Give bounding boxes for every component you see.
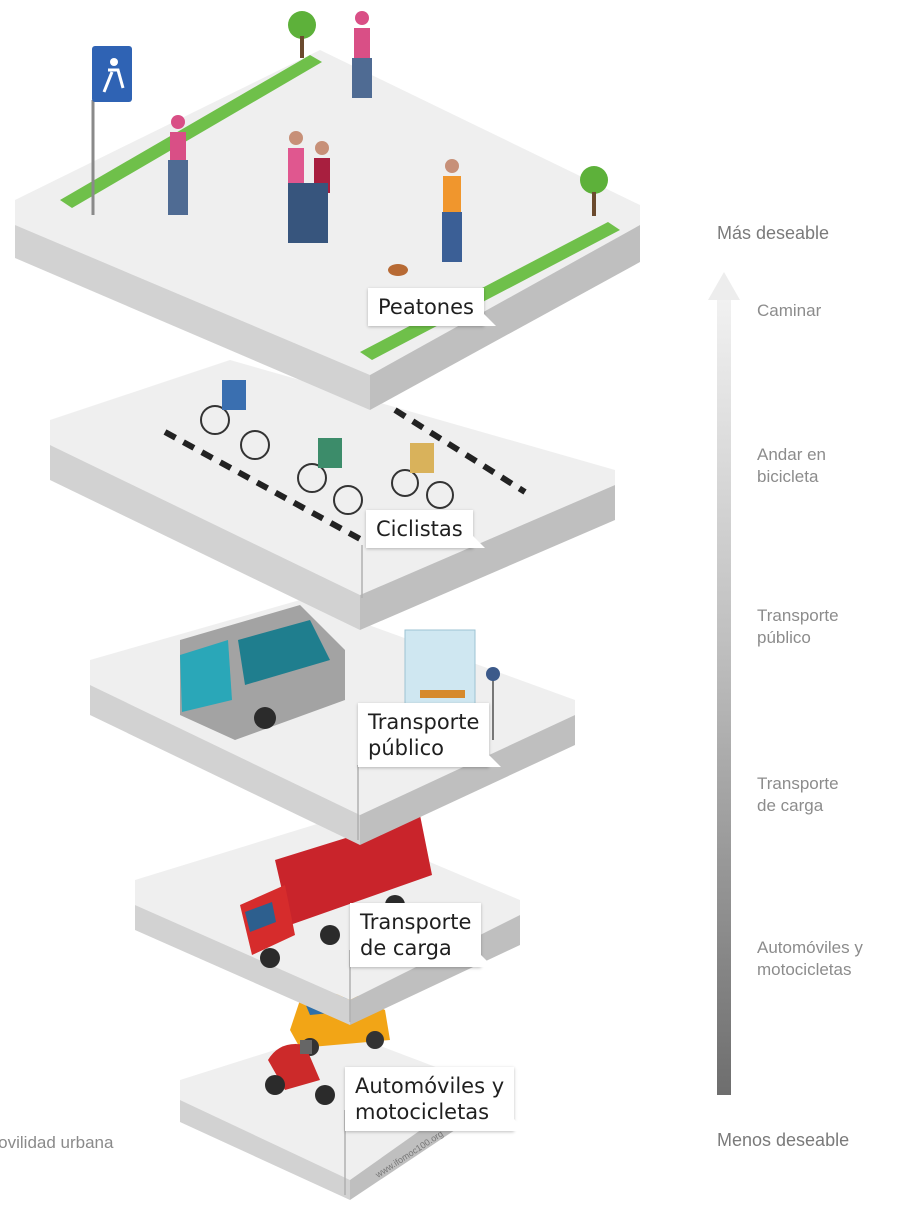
scooter-icon <box>265 1040 335 1105</box>
label-transporte-publico: Transporte público <box>358 703 502 767</box>
caption-text: movilidad urbana <box>0 1133 114 1152</box>
label-line-1: Transporte de carga <box>360 910 472 960</box>
bus-stop-icon <box>404 629 500 740</box>
bus-icon <box>180 605 345 740</box>
pedestrian-icon <box>168 11 462 276</box>
label-automoviles: Automóviles y motocicletas <box>345 1067 527 1131</box>
layer-transporte-publico <box>90 600 575 845</box>
desirability-scale <box>708 272 740 1095</box>
scale-bottom-label: Menos deseable <box>717 1130 850 1150</box>
pedestrian-sign-icon <box>91 46 132 215</box>
bicycle-icon <box>200 380 454 515</box>
scale-item-caminar: Caminar <box>757 301 822 320</box>
label-line-1: Automóviles y motocicletas <box>355 1074 505 1124</box>
tree-icon <box>288 11 608 216</box>
label-line-1: Transporte público <box>368 710 480 760</box>
label-ciclistas: Ciclistas <box>366 510 485 548</box>
label-peatones: Peatones <box>368 288 496 326</box>
truck-icon <box>240 815 432 968</box>
scale-item-publico: Transporte público <box>757 606 839 647</box>
scale-top-label: Más deseable <box>717 223 830 243</box>
scale-item-carga: Transporte de carga <box>757 774 839 815</box>
label-transporte-carga: Transporte de carga <box>350 903 494 967</box>
layer-ciclistas <box>50 360 615 630</box>
scale-item-automoviles: Automóviles y motocicletas <box>757 938 863 979</box>
scale-item-bicicleta: Andar en bicicleta <box>757 445 826 486</box>
